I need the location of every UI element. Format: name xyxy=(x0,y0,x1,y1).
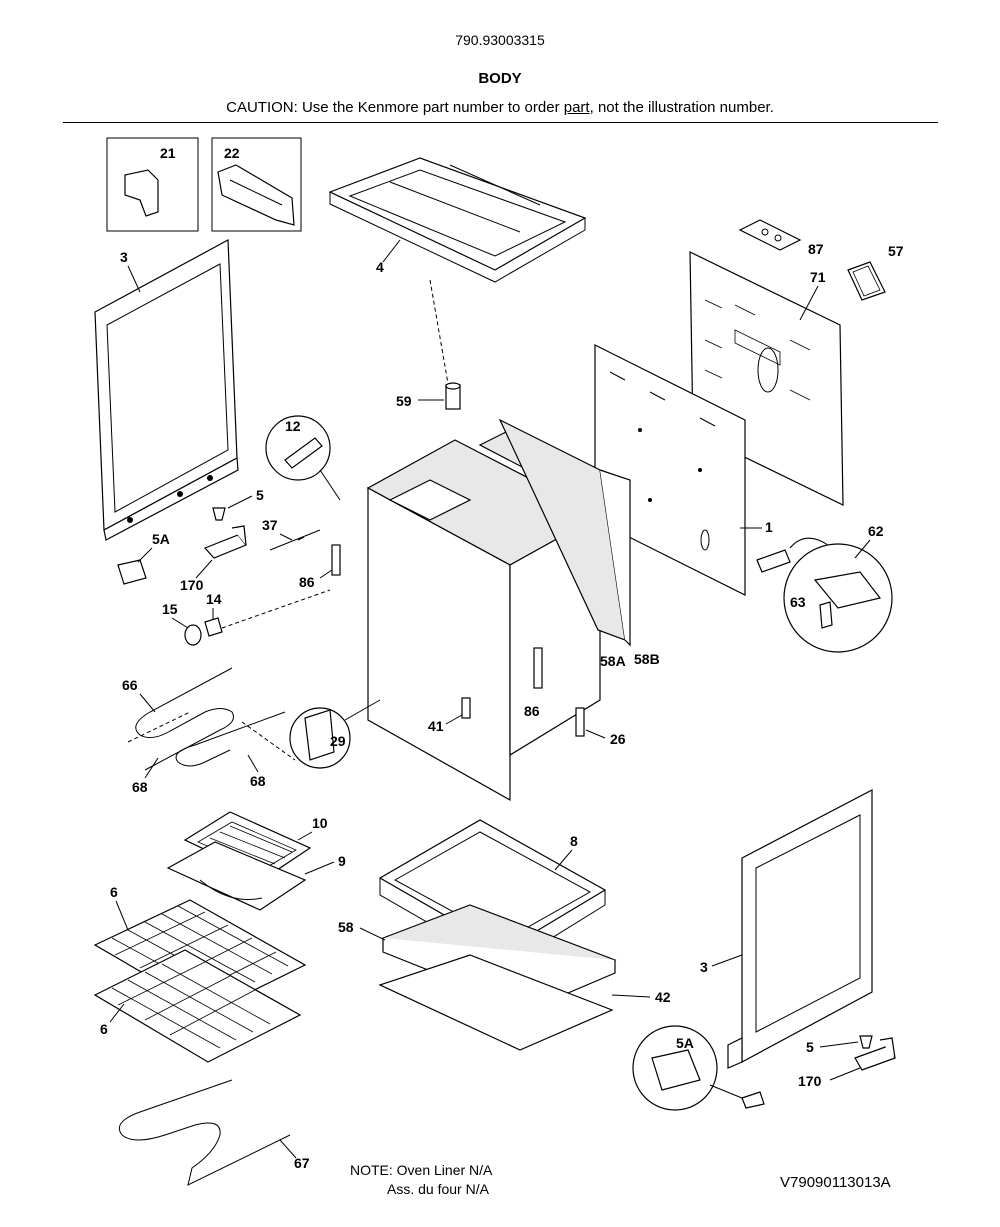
part-6-rack-lower[interactable] xyxy=(93,949,302,1063)
label-42: 42 xyxy=(655,989,671,1005)
part-62-terminal-block[interactable] xyxy=(756,549,791,573)
caution-part-link[interactable]: part xyxy=(563,99,590,116)
part-62-63-inset[interactable] xyxy=(783,543,893,653)
label-87: 87 xyxy=(808,241,824,257)
label-59: 59 xyxy=(396,393,412,409)
part-26-hinge-receptacle[interactable] xyxy=(575,707,585,737)
part-1-rear-panel[interactable] xyxy=(594,344,746,596)
part-4-top-panel[interactable] xyxy=(328,157,587,283)
caution-prefix: CAUTION: Use the Kenmore part number to … xyxy=(226,99,564,116)
part-68-broil-element[interactable] xyxy=(175,711,286,767)
header-divider xyxy=(63,122,938,123)
part-170-bracket-left[interactable] xyxy=(203,525,247,559)
label-5-lower: 5 xyxy=(806,1039,814,1055)
part-57-vent[interactable] xyxy=(847,261,886,301)
label-170-left: 170 xyxy=(180,577,204,593)
label-62: 62 xyxy=(868,523,884,539)
caution-text: CAUTION: Use the Kenmore part number to … xyxy=(0,99,1000,116)
part-3-right-side-panel[interactable] xyxy=(727,789,873,1069)
part-37-probe[interactable] xyxy=(269,529,321,551)
part-21-inset[interactable] xyxy=(106,137,199,232)
part-12-inset[interactable] xyxy=(265,415,331,481)
label-10: 10 xyxy=(312,815,328,831)
part-5A-hinge-right-inset[interactable] xyxy=(632,1025,765,1111)
note-line-2: Ass. du four N/A xyxy=(387,1181,489,1197)
part-3-left-side-panel[interactable] xyxy=(94,239,239,541)
note-line-1: NOTE: Oven Liner N/A xyxy=(350,1162,493,1178)
part-87-bracket[interactable] xyxy=(738,219,802,251)
label-37: 37 xyxy=(262,517,278,533)
label-15: 15 xyxy=(162,601,178,617)
label-71: 71 xyxy=(810,269,826,285)
part-9-broil-pan[interactable] xyxy=(166,841,307,911)
part-170-bracket-right[interactable] xyxy=(854,1037,896,1071)
label-86-left: 86 xyxy=(299,574,315,590)
label-4: 4 xyxy=(376,259,384,275)
part-59-foot[interactable] xyxy=(445,382,461,410)
label-29: 29 xyxy=(330,733,346,749)
label-41: 41 xyxy=(428,718,444,734)
part-86-hinge-receptacle-left[interactable] xyxy=(331,544,341,576)
diagram-code: V79090113013A xyxy=(780,1174,891,1191)
label-5A-right: 5A xyxy=(676,1035,694,1051)
part-42-bottom-panel[interactable] xyxy=(378,954,614,1051)
label-5A-left: 5A xyxy=(152,531,170,547)
label-86-right: 86 xyxy=(524,703,540,719)
label-58B: 58B xyxy=(634,651,660,667)
label-3-right: 3 xyxy=(700,959,708,975)
label-5-upper: 5 xyxy=(256,487,264,503)
label-14: 14 xyxy=(206,591,222,607)
label-68-left: 68 xyxy=(132,779,148,795)
part-5A-hinge-left[interactable] xyxy=(117,559,147,585)
caution-suffix: , not the illustration number. xyxy=(589,99,774,116)
label-22: 22 xyxy=(224,145,240,161)
oven-body-cabinet[interactable] xyxy=(366,418,631,802)
label-21: 21 xyxy=(160,145,176,161)
part-29-inset[interactable] xyxy=(289,707,351,769)
part-41-bracket[interactable] xyxy=(461,697,471,719)
label-6-upper: 6 xyxy=(110,884,118,900)
part-14-lamp-socket[interactable] xyxy=(204,617,223,637)
label-170-right: 170 xyxy=(798,1073,822,1089)
label-12: 12 xyxy=(285,418,301,434)
label-3-left: 3 xyxy=(120,249,128,265)
part-22-inset[interactable] xyxy=(211,137,302,232)
part-5-screw-right[interactable] xyxy=(859,1035,873,1049)
label-66: 66 xyxy=(122,677,138,693)
label-58A: 58A xyxy=(600,653,626,669)
oven-liner-note: NOTE: Oven Liner N/A Ass. du four N/A xyxy=(350,1161,492,1199)
label-58: 58 xyxy=(338,919,354,935)
label-6-lower: 6 xyxy=(100,1021,108,1037)
label-1: 1 xyxy=(765,519,773,535)
part-66-bake-element[interactable] xyxy=(135,667,234,771)
part-5-screw-left[interactable] xyxy=(212,507,226,521)
part-67-hidden-bake-element[interactable] xyxy=(118,1079,291,1186)
part-86-hinge-receptacle-right[interactable] xyxy=(533,647,543,689)
section-title: BODY xyxy=(478,70,522,87)
label-9: 9 xyxy=(338,853,346,869)
model-number: 790.93003315 xyxy=(455,32,545,48)
part-15-lamp-cover[interactable] xyxy=(184,624,202,646)
label-68-right: 68 xyxy=(250,773,266,789)
label-8: 8 xyxy=(570,833,578,849)
label-63: 63 xyxy=(790,594,806,610)
label-26: 26 xyxy=(610,731,626,747)
label-67: 67 xyxy=(294,1155,310,1171)
label-57: 57 xyxy=(888,243,904,259)
